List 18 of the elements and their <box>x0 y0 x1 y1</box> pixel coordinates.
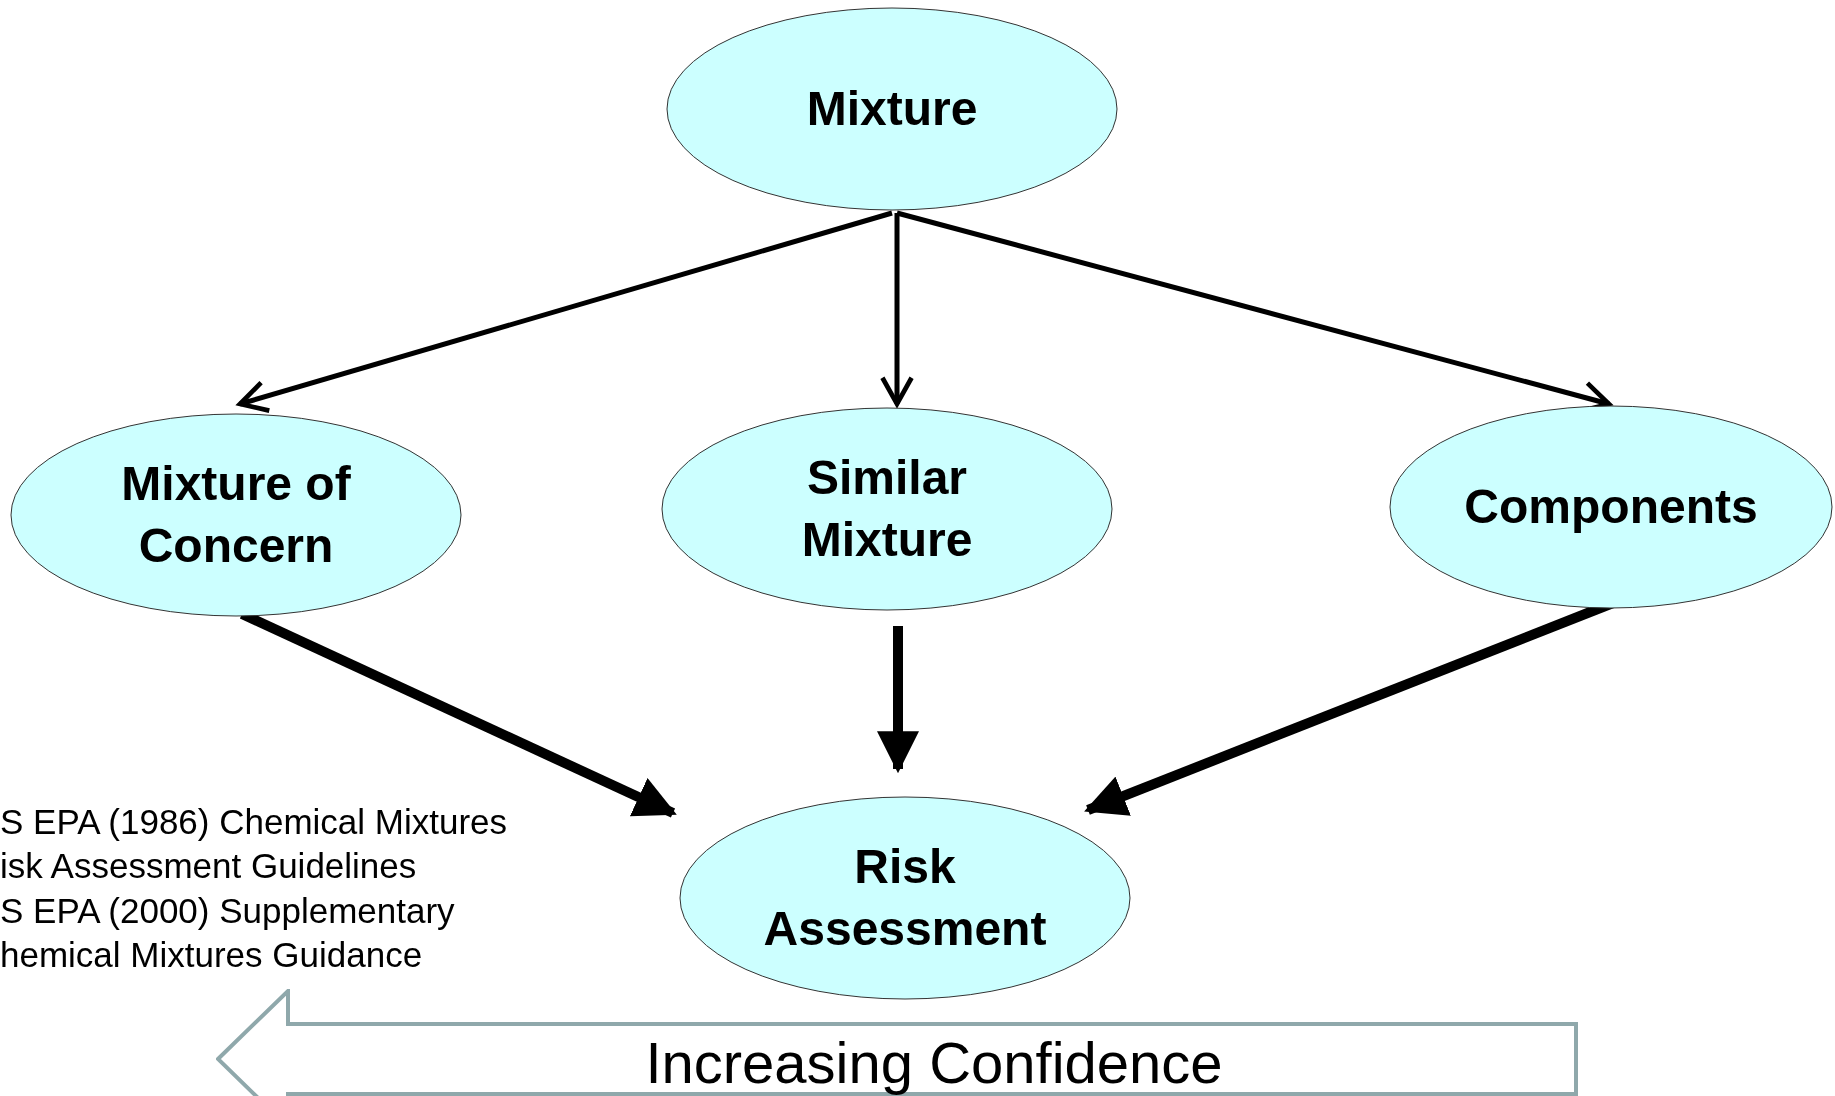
arrow <box>880 213 914 407</box>
arrow <box>237 210 893 413</box>
ellipse-node <box>10 413 462 617</box>
node-label: Similar Mixture <box>800 449 974 568</box>
ellipse-node <box>679 796 1131 1000</box>
ellipse-node <box>661 407 1113 611</box>
arrow <box>877 626 919 774</box>
block-arrow <box>216 989 1580 1096</box>
reference-note: S EPA (1986) Chemical Mixtures <box>0 802 508 842</box>
node-label: Risk Assessment <box>762 838 1048 957</box>
ellipse-node <box>666 7 1118 211</box>
node-label: Mixture of Concern <box>120 455 352 574</box>
node-label: Mixture <box>805 80 979 137</box>
ellipse-node <box>1389 405 1833 609</box>
reference-note: hemical Mixtures Guidance <box>0 935 423 975</box>
reference-note: S EPA (2000) Supplementary <box>0 891 455 931</box>
node-label: Components <box>1463 478 1759 535</box>
reference-note: isk Assessment Guidelines <box>0 846 417 886</box>
